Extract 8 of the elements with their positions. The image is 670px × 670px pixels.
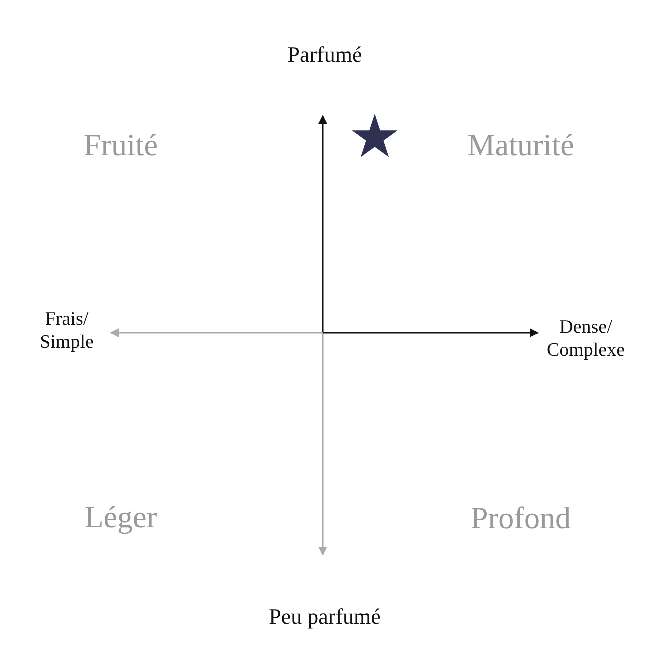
axis-label: Dense/ Complexe [546,317,626,363]
quadrant-label: Léger [84,498,158,536]
axis-label: Frais/ Simple [40,309,94,355]
quadrant-label: Fruité [84,126,158,164]
axis-label: Parfumé [288,42,362,68]
quadrant-label: Profond [471,499,571,537]
axis-label: Peu parfumé [269,604,381,630]
quadrant-label: Maturité [468,126,574,164]
